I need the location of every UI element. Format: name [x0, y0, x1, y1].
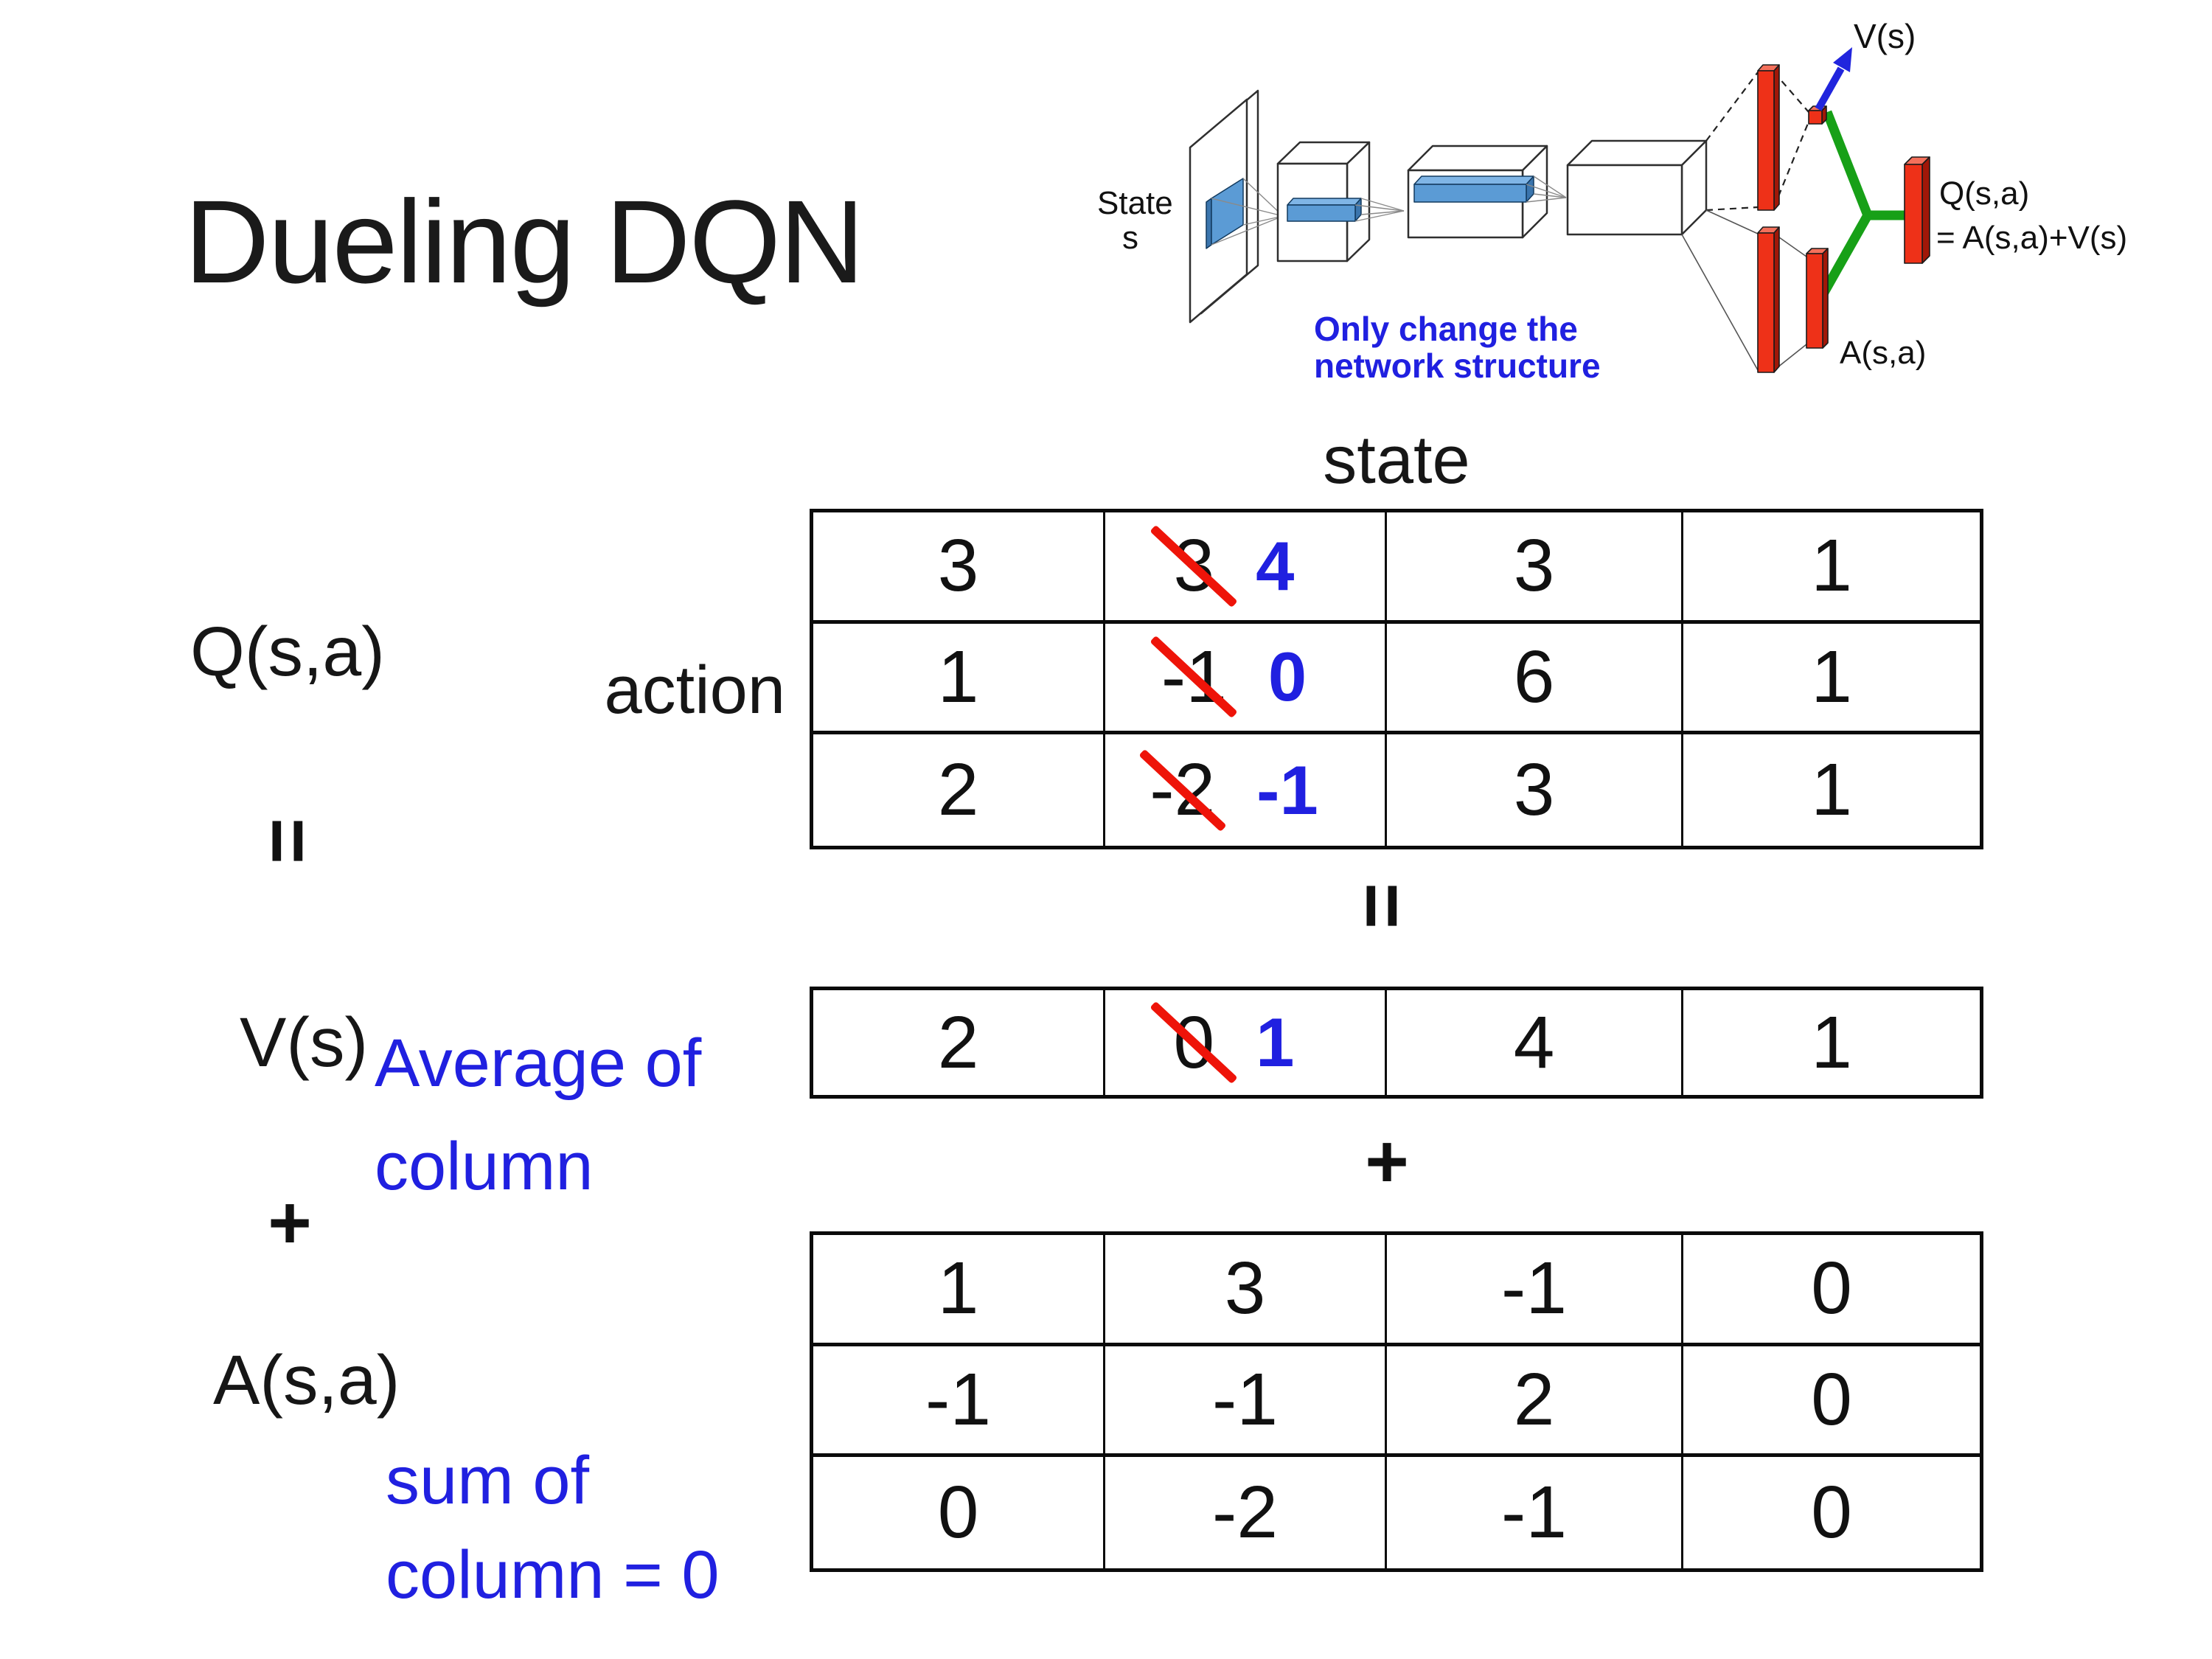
conv-layer-3-cube: [1566, 139, 1708, 236]
q-cell-r2c4: 1: [1683, 624, 1980, 735]
equals-rotated-center: =: [1338, 860, 1429, 951]
average-note-line1: Average of: [375, 1026, 702, 1101]
diagram-state-label: State: [1097, 185, 1173, 221]
dashed-connectors: [1705, 72, 1810, 212]
sum-of-column-note: sum of column = 0: [386, 1433, 720, 1622]
a-cell-r1c4: 0: [1683, 1235, 1980, 1346]
diagram-a-output-label: A(s,a): [1840, 335, 1926, 371]
diagram-q-output-label-line2: = A(s,a)+V(s): [1936, 220, 2127, 256]
average-of-column-note: Average of column: [375, 1012, 701, 1218]
q-cell-r2c1: 1: [813, 623, 1105, 735]
average-note-line2: column: [375, 1129, 594, 1204]
plus-center: +: [1365, 1119, 1409, 1203]
q-cell-r3c3: 3: [1387, 734, 1683, 846]
network-diagram: State s V(s) Q(s,a) = A(s,a)+V(s) A(s,a)…: [1097, 17, 2127, 385]
a-cell-r1c3: -1: [1387, 1235, 1683, 1346]
equals-glyph: =: [244, 817, 334, 864]
conv-lines-1: [1211, 178, 1284, 246]
q-cell-r3c1: 2: [813, 734, 1105, 846]
diagram-q-output-label-line1: Q(s,a): [1939, 175, 2029, 212]
v-cell-c4: 1: [1811, 1001, 1852, 1084]
v-cell-c1: 2: [813, 990, 1105, 1095]
a-cell-r2c4: 0: [1683, 1346, 1980, 1458]
q-cell-r1c4: 1: [1683, 512, 1980, 624]
v-cell-c3: 4: [1387, 990, 1683, 1095]
v-output-arrow: [1815, 47, 1852, 111]
a-cell-r3c3: -1: [1387, 1457, 1683, 1568]
a-cell-r3c1: 0: [813, 1457, 1105, 1568]
a-cell-r2c1: -1: [813, 1346, 1105, 1458]
conv-filter-2: [1287, 198, 1362, 222]
state-header-label: state: [1323, 422, 1470, 498]
old-value: -1: [1161, 635, 1227, 718]
a-cell-r3c2: -2: [1105, 1457, 1387, 1568]
equals-glyph: =: [1338, 882, 1428, 929]
equals-rotated-left: =: [243, 795, 335, 886]
old-value: 3: [1173, 524, 1215, 608]
a-cell-r2c2: -1: [1105, 1346, 1387, 1458]
v-function-label: V(s): [240, 1004, 369, 1082]
q-cell-r1c2-crossed: 3 4: [1105, 512, 1387, 624]
new-value: 4: [1256, 526, 1295, 605]
q-output-bar: [1904, 156, 1930, 264]
v-cell-c2-crossed: 0 1: [1105, 990, 1387, 1095]
v-table: 2 0 1 4 1: [810, 987, 1983, 1099]
diagram-note-line1: Only change the: [1314, 310, 1578, 348]
q-cell-r3c4: 1: [1811, 748, 1852, 832]
q-cell-r1c3: 3: [1387, 512, 1683, 624]
q-cell-r1c1: 3: [813, 512, 1105, 624]
q-function-label: Q(s,a): [190, 613, 385, 691]
plus-left: +: [268, 1180, 312, 1265]
action-label: action: [604, 653, 786, 728]
q-table: 3 3 4 3 1 1 -1 0 6 1 2 -2 -1 3 1: [810, 509, 1983, 849]
q-cell-r2c2-crossed: -1 0: [1105, 623, 1387, 735]
diagram-v-output-label: V(s): [1854, 17, 1916, 55]
a-cell-r1c1: 1: [813, 1235, 1105, 1346]
new-value: -1: [1256, 751, 1318, 829]
a-cell-r1c2: 3: [1105, 1235, 1387, 1346]
sum-note-line2: column = 0: [386, 1537, 720, 1613]
a-function-label: A(s,a): [213, 1341, 400, 1419]
old-value: -2: [1150, 748, 1216, 832]
old-value: 0: [1173, 1001, 1215, 1084]
fc-bar-a-stream: [1757, 226, 1780, 373]
a-cell-r2c3: 2: [1387, 1346, 1683, 1458]
conv-filter-3: [1413, 175, 1534, 203]
sum-note-line1: sum of: [386, 1443, 590, 1518]
fc-bar-v-stream: [1757, 64, 1780, 211]
new-value: 0: [1267, 638, 1307, 716]
solid-connectors: [1681, 209, 1807, 371]
v-scalar-node: [1808, 105, 1827, 125]
diagram-state-sub: s: [1122, 220, 1138, 256]
a-vector-bar: [1806, 248, 1829, 349]
new-value: 1: [1256, 1004, 1295, 1081]
conv-lines-3: [1526, 175, 1567, 203]
q-cell-r2c3: 6: [1387, 623, 1683, 735]
q-cell-r3c2-crossed: -2 -1: [1105, 734, 1387, 846]
conv-lines-2: [1354, 198, 1405, 222]
a-cell-r3c4: 0: [1811, 1471, 1852, 1554]
combine-links-green: [1818, 110, 1905, 298]
slide-title: Dueling DQN: [184, 175, 865, 307]
a-table: 1 3 -1 0 -1 -1 2 0 0 -2 -1 0: [810, 1231, 1983, 1572]
diagram-note-line2: network structure: [1314, 347, 1601, 385]
